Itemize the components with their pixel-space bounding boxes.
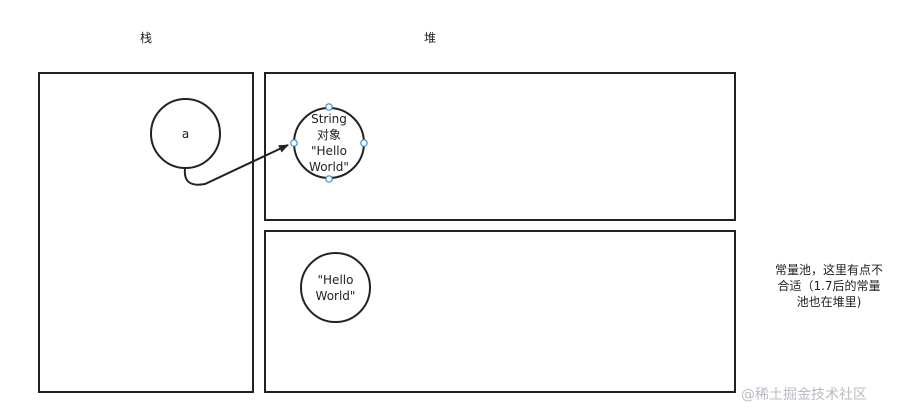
heap-region[interactable] xyxy=(264,72,736,221)
heap-label: 堆 xyxy=(424,31,437,45)
selection-handle-top[interactable] xyxy=(325,103,333,111)
stack-label: 栈 xyxy=(140,31,153,45)
pool-string-label: "Hello World" xyxy=(315,272,356,303)
heap-string-object-label: String 对象 "Hello World" xyxy=(309,112,349,174)
pool-string-node[interactable]: "Hello World" xyxy=(300,252,371,323)
selection-handle-bottom[interactable] xyxy=(325,175,333,183)
selection-handle-left[interactable] xyxy=(290,139,298,147)
selection-handle-right[interactable] xyxy=(360,139,368,147)
reference-arrow[interactable] xyxy=(183,144,289,186)
constant-pool-note: 常量池，这里有点不 合适（1.7后的常量 池也在堆里) xyxy=(774,263,883,309)
watermark: @稀土掘金技术社区 xyxy=(741,387,867,403)
stack-variable-node[interactable]: a xyxy=(150,98,221,169)
stack-variable-label: a xyxy=(181,126,190,141)
